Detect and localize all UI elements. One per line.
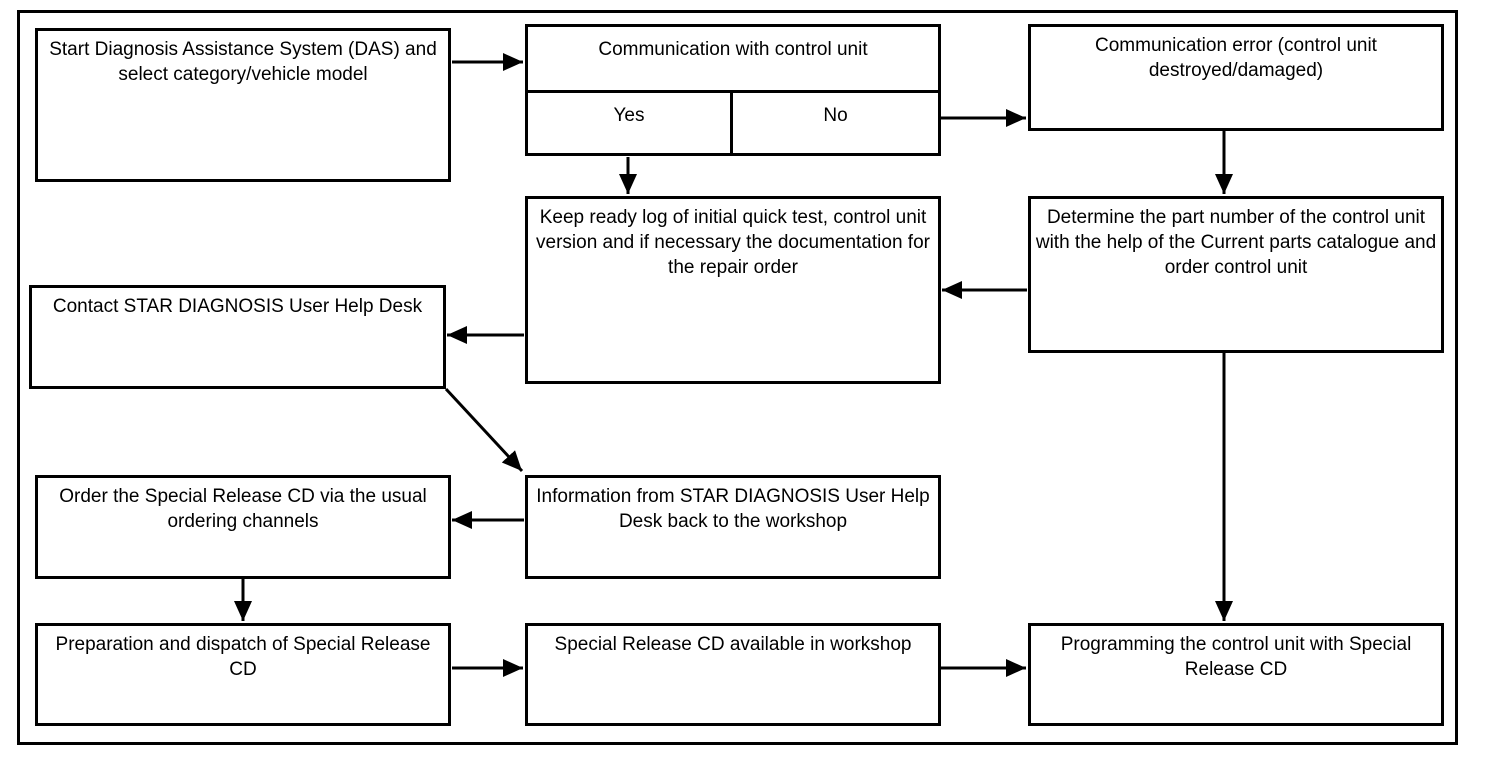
node-start: Start Diagnosis Assistance System (DAS) … [35, 28, 451, 182]
node-programming-control-unit: Programming the control unit with Specia… [1028, 623, 1444, 726]
node-communication-check: Communication with control unit Yes No [525, 24, 941, 156]
decision-options: Yes No [528, 93, 938, 153]
node-cd-available-workshop: Special Release CD available in workshop [525, 623, 941, 726]
node-determine-part-number: Determine the part number of the control… [1028, 196, 1444, 353]
diagram-border [17, 10, 1458, 745]
node-keep-log: Keep ready log of initial quick test, co… [525, 196, 941, 384]
option-no: No [823, 105, 848, 126]
node-order-special-release-cd: Order the Special Release CD via the usu… [35, 475, 451, 579]
node-communication-label: Communication with control unit [528, 27, 938, 93]
node-preparation-dispatch-cd: Preparation and dispatch of Special Rele… [35, 623, 451, 726]
node-contact-help-desk: Contact STAR DIAGNOSIS User Help Desk [29, 285, 446, 389]
node-info-back-to-workshop: Information from STAR DIAGNOSIS User Hel… [525, 475, 941, 579]
node-communication-error: Communication error (control unit destro… [1028, 24, 1444, 131]
option-yes: Yes [528, 93, 733, 153]
